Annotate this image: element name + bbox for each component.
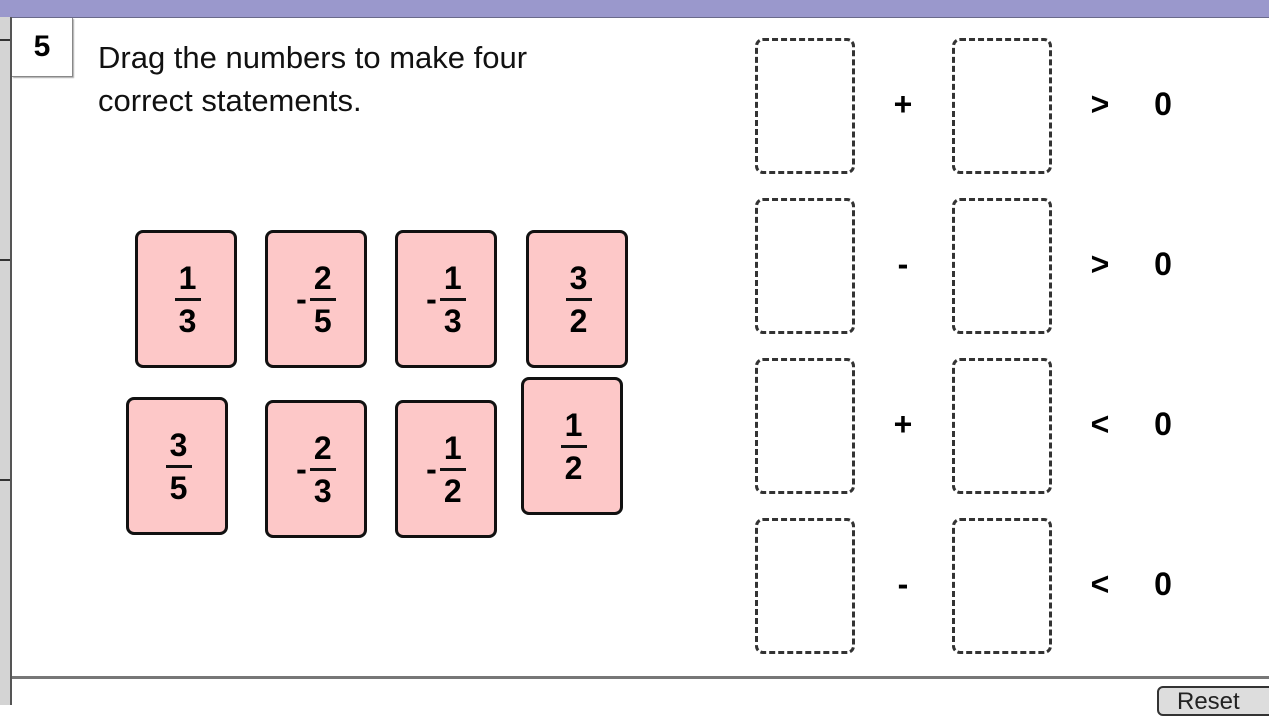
rhs-value: 0 (1154, 86, 1172, 122)
operator: - (897, 246, 909, 282)
fraction-bar (439, 297, 466, 301)
denominator: 3 (313, 472, 332, 509)
card-sign: - (296, 280, 307, 317)
drop-zone-left[interactable] (755, 518, 855, 654)
rhs-value: 0 (1154, 246, 1172, 282)
numerator: 3 (169, 426, 188, 463)
numerator: 2 (313, 259, 332, 296)
fraction-bar (309, 297, 336, 301)
card-sign: - (296, 450, 307, 487)
operator: - (897, 566, 909, 602)
denominator: 3 (178, 302, 197, 339)
drop-zone-right[interactable] (952, 38, 1052, 174)
fraction-bar (165, 464, 192, 468)
drop-zone-right[interactable] (952, 358, 1052, 494)
denominator: 5 (313, 302, 332, 339)
rhs-value: 0 (1154, 566, 1172, 602)
fraction-bar (309, 467, 336, 471)
denominator: 2 (569, 302, 588, 339)
divider (12, 676, 1269, 679)
numerator: 2 (313, 429, 332, 466)
operator: + (893, 86, 913, 122)
drop-zone-left[interactable] (755, 358, 855, 494)
drop-zone-right[interactable] (952, 518, 1052, 654)
numerator: 1 (443, 429, 462, 466)
drop-zone-left[interactable] (755, 38, 855, 174)
denominator: 2 (443, 472, 462, 509)
relation-sign: > (1090, 246, 1110, 282)
reset-button[interactable]: Reset (1157, 686, 1269, 716)
numerator: 1 (564, 406, 583, 443)
rhs-value: 0 (1154, 406, 1172, 442)
left-margin (0, 17, 12, 705)
numerator: 3 (569, 259, 588, 296)
drop-zone-right[interactable] (952, 198, 1052, 334)
question-number: 5 (12, 18, 73, 77)
card-sign: - (426, 280, 437, 317)
fraction-bar (439, 467, 466, 471)
relation-sign: > (1090, 86, 1110, 122)
drop-zone-left[interactable] (755, 198, 855, 334)
denominator: 2 (564, 449, 583, 486)
fraction-bar (560, 444, 587, 448)
question-prompt: Drag the numbers to make four correct st… (98, 40, 528, 118)
numerator: 1 (443, 259, 462, 296)
card-sign: - (426, 450, 437, 487)
denominator: 5 (169, 469, 188, 506)
numerator: 1 (178, 259, 197, 296)
denominator: 3 (443, 302, 462, 339)
relation-sign: < (1090, 406, 1110, 442)
fraction-bar (174, 297, 201, 301)
operator: + (893, 406, 913, 442)
fraction-bar (565, 297, 592, 301)
header-bar (0, 0, 1269, 18)
relation-sign: < (1090, 566, 1110, 602)
